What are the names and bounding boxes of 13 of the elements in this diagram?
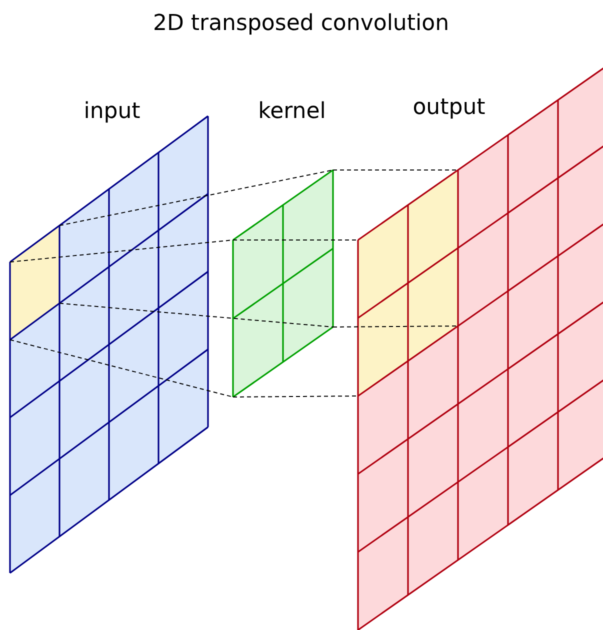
grid-label: input — [84, 99, 140, 124]
projection-line — [10, 339, 234, 398]
projection-line — [59, 170, 334, 226]
diagram-title: 2D transposed convolution — [152, 11, 450, 36]
grid-label: output — [412, 95, 486, 120]
projection-line — [232, 396, 358, 398]
input-grid — [9, 99, 209, 574]
kernel-grid — [232, 99, 334, 398]
highlighted-cell — [10, 226, 60, 340]
grid-label: kernel — [258, 99, 326, 124]
projection-line — [332, 326, 458, 328]
highlighted-region — [358, 170, 458, 396]
projection-line — [59, 302, 334, 328]
